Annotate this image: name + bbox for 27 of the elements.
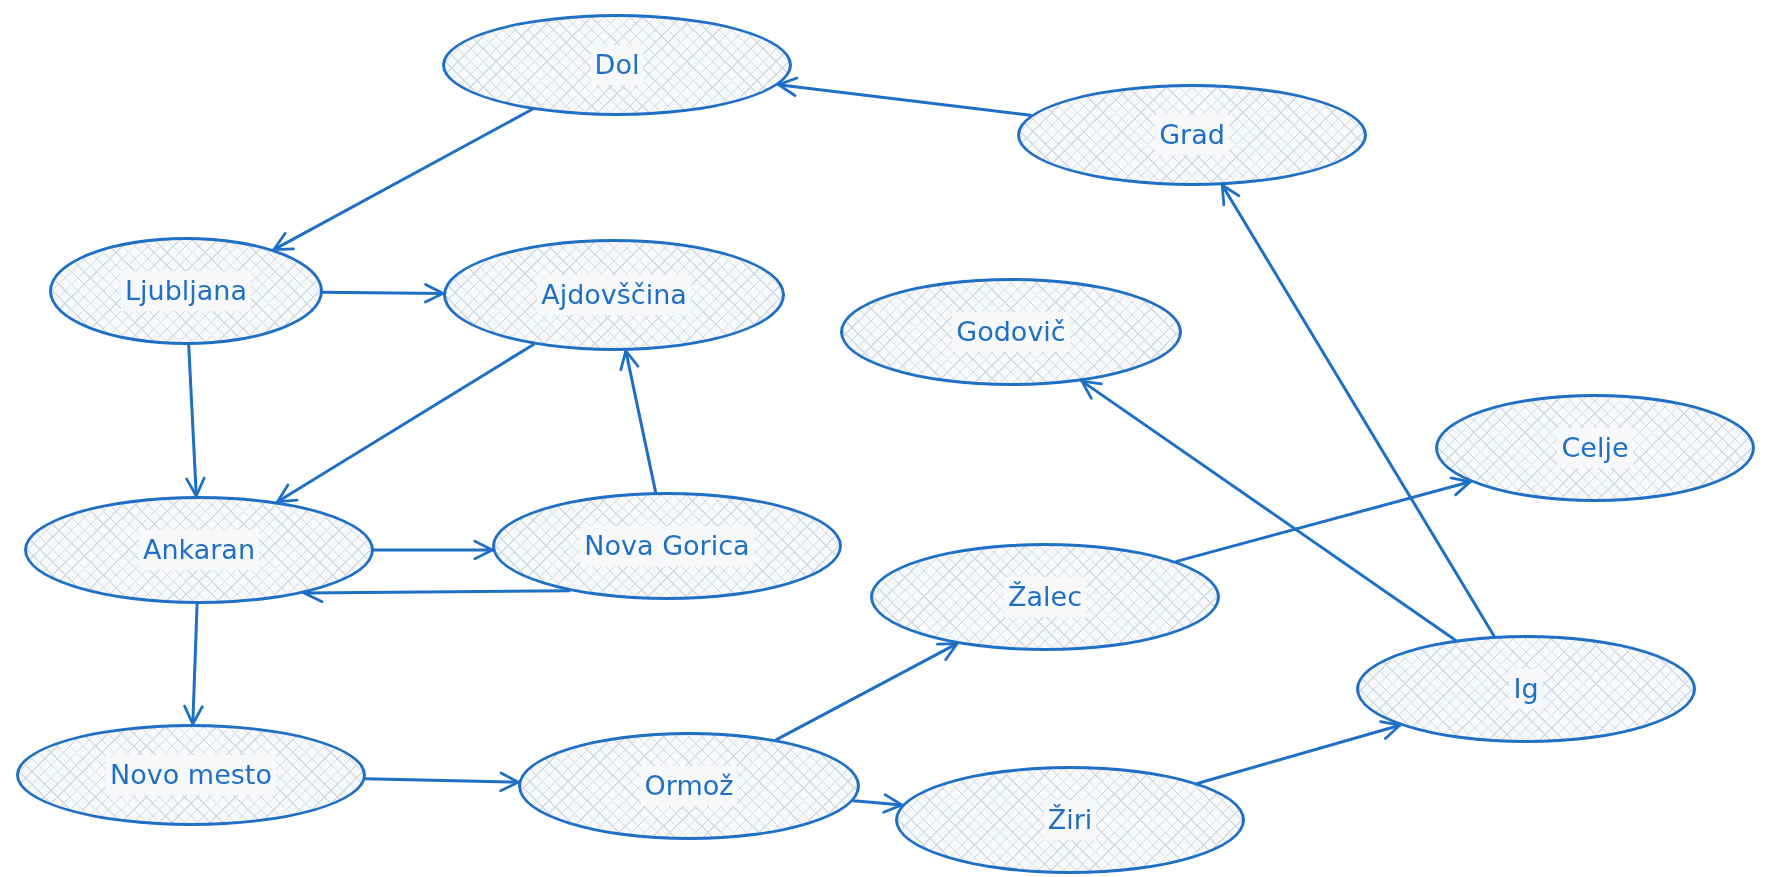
arrow [321,283,445,304]
node-label: Ajdovščina [537,274,691,316]
node-label: Godovič [952,311,1070,353]
arrow [852,793,904,814]
arrow [1175,476,1472,563]
node-label: Žalec [1004,576,1086,618]
arrow [777,76,1032,117]
arrow [774,642,959,742]
arrow [364,771,520,792]
node-label: Žiri [1043,799,1097,841]
arrow [185,343,206,498]
node-label: Dol [590,44,644,86]
arrow [372,539,494,561]
node-label: Ljubljana [121,270,251,312]
arrow [272,108,534,252]
node-label: Ormož [640,765,738,807]
node-label: Ankaran [138,529,260,571]
arrow [1080,379,1457,642]
node-label: Nova Gorica [580,525,754,567]
node-label: Grad [1155,114,1229,156]
arrow [183,602,204,726]
arrow [619,349,658,494]
node-label: Celje [1557,427,1633,469]
node-label: Ig [1509,668,1543,710]
arrow [1196,720,1402,785]
node-label: Novo mesto [106,754,276,796]
arrow [276,342,536,504]
